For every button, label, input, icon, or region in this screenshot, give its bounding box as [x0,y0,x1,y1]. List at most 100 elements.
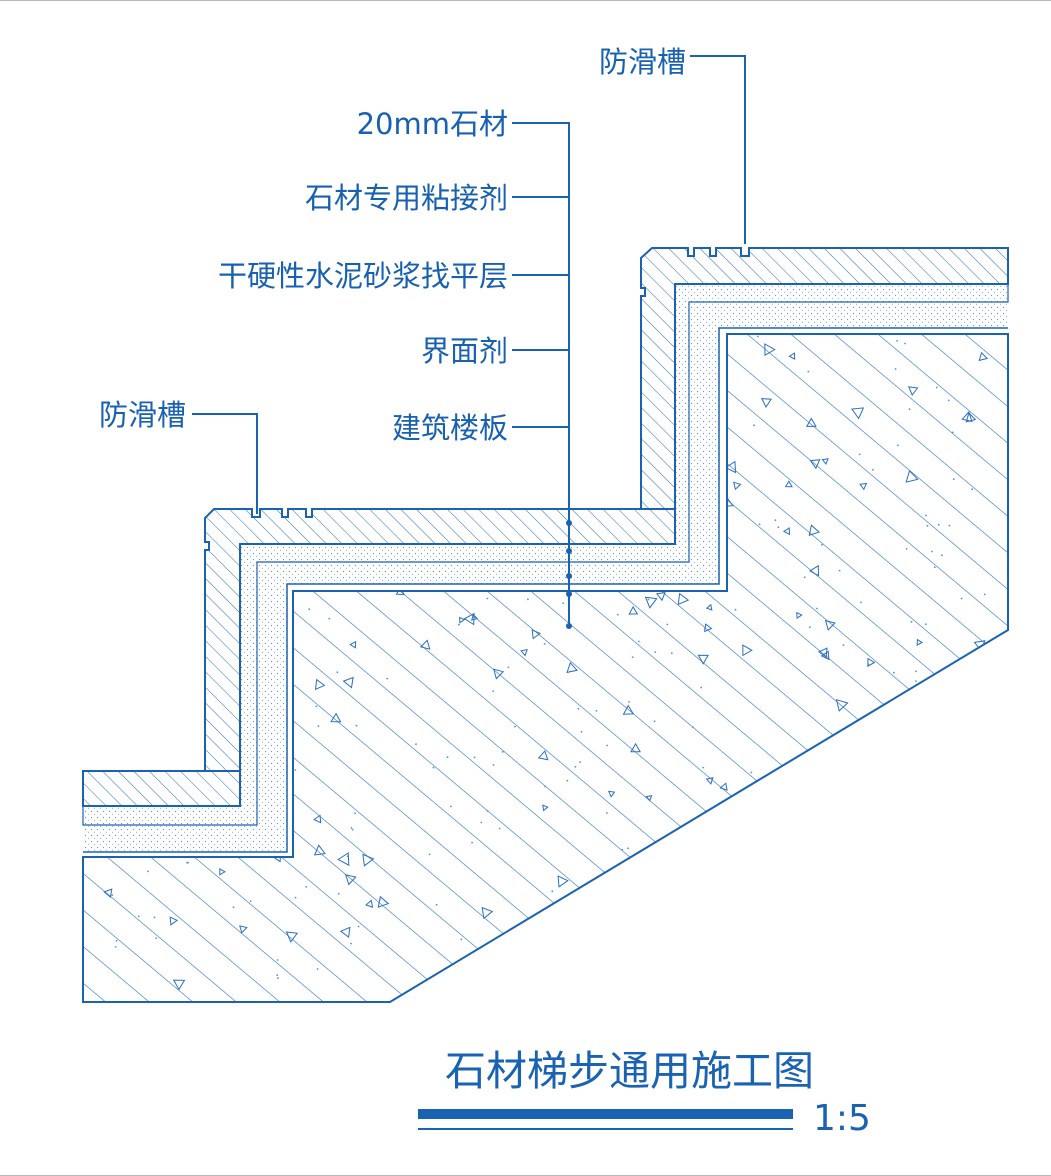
aggregate-dot [983,593,986,596]
aggregate-dot [947,399,950,402]
aggregate-dot [381,365,383,367]
aggregate-dot [92,702,94,705]
aggregate-mark [630,742,641,753]
aggregate-mark [344,874,357,886]
aggregate-mark [812,859,821,869]
aggregate-mark [732,876,743,889]
aggregate-dot [85,648,88,650]
aggregate-dot [921,870,923,872]
aggregate-dot [379,898,381,901]
aggregate-mark [808,564,820,577]
aggregate-mark [481,906,494,920]
aggregate-mark [459,616,466,624]
aggregate-mark [300,387,308,395]
aggregate-mark [333,376,341,385]
aggregate-dot [432,766,435,769]
aggregate-dot [843,740,846,743]
aggregate-dot [637,640,640,643]
aggregate-dot [700,927,703,930]
aggregate-dot [580,730,583,733]
aggregate-dot [561,356,564,359]
aggregate-mark [905,815,915,827]
aggregate-mark [742,644,753,657]
aggregate-dot [290,352,292,355]
aggregate-dot [606,812,608,814]
aggregate-dot [586,486,589,489]
aggregate-mark [571,334,584,346]
aggregate-mark [677,592,690,606]
aggregate-dot [510,385,513,388]
aggregate-mark [808,524,820,536]
aggregate-dot [501,751,504,753]
aggregate-dot [110,680,113,683]
stone-lower-step [204,508,676,772]
aggregate-mark [380,408,392,420]
aggregate-mark [789,798,801,811]
aggregate-dot [186,358,189,361]
aggregate-dot [486,810,489,812]
aggregate-mark [719,782,728,791]
aggregate-dot [480,821,483,824]
aggregate-mark [905,469,919,483]
aggregate-dot [186,861,188,864]
aggregate-dot [636,953,638,956]
aggregate-mark [372,409,384,420]
aggregate-dot [357,925,360,928]
aggregate-mark [377,895,390,908]
aggregate-dot [584,451,587,453]
aggregate-dot [807,370,810,373]
aggregate-mark [162,677,173,687]
aggregate-dot [906,764,909,767]
aggregate-dot [520,467,523,469]
aggregate-dot [299,482,302,485]
aggregate-mark [136,547,148,558]
aggregate-dot [629,866,631,868]
aggregate-mark [705,777,714,785]
aggregate-mark [557,875,569,888]
aggregate-mark [817,880,828,893]
aggregate-mark [563,916,572,925]
aggregate-dot [360,443,363,446]
aggregate-dot [795,966,798,969]
aggregate-dot [700,686,703,689]
aggregate-dot [928,866,930,868]
aggregate-dot [446,756,449,759]
aggregate-dot [184,577,187,580]
aggregate-mark [337,852,350,866]
aggregate-dot [750,771,753,774]
aggregate-mark [796,611,803,619]
aggregate-dot [507,666,510,669]
aggregate-dot [647,598,650,601]
aggregate-dot [908,408,911,410]
aggregate-dot [264,432,267,435]
label-interface-agent: 界面剂 [421,334,508,368]
aggregate-mark [916,638,923,646]
aggregate-mark [908,386,919,396]
aggregate-dot [821,544,823,546]
aggregate-dot [767,851,770,854]
aggregate-mark [621,390,634,401]
aggregate-dot [154,518,157,521]
aggregate-mark [788,352,796,360]
aggregate-mark [655,591,666,602]
aggregate-dot [336,671,339,674]
aggregate-dot [350,827,353,829]
aggregate-dot [114,946,117,948]
aggregate-dot [666,623,669,626]
aggregate-mark [784,480,793,488]
aggregate-dot [533,493,536,495]
aggregate-mark [182,639,195,652]
aggregate-mark [288,495,299,507]
stone-upper-step [640,247,1009,510]
aggregate-dot [977,968,979,971]
aggregate-dot [951,431,954,434]
aggregate-dot [107,722,110,725]
aggregate-dot [816,607,818,610]
aggregate-dot [915,680,917,682]
aggregate-mark [695,943,705,954]
aggregate-dot [543,643,546,645]
aggregate-dot [155,937,158,939]
aggregate-dot [498,827,501,830]
aggregate-mark [285,931,299,943]
aggregate-mark [719,892,727,901]
